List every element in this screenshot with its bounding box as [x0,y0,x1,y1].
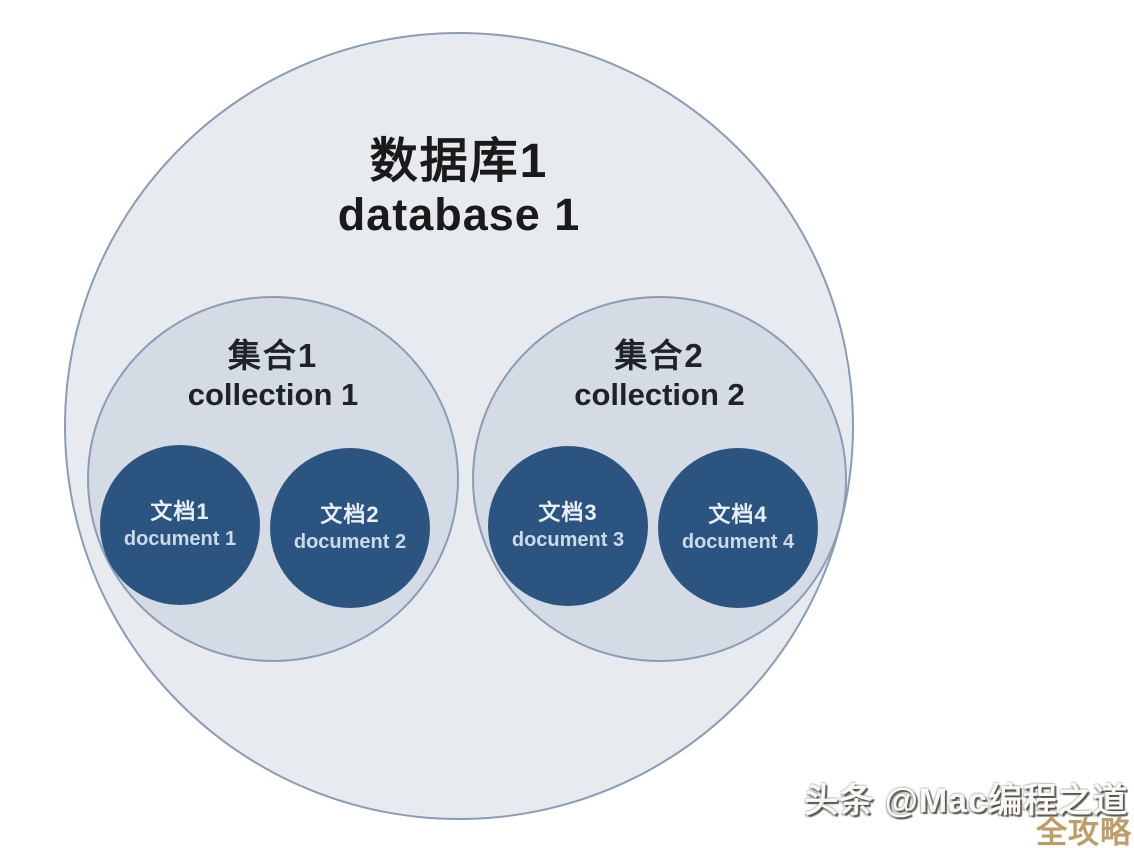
document-1-label-en: document 1 [123,528,237,551]
document-2-label-en: document 2 [293,531,407,554]
document-4-label-zh: 文档4 [708,501,768,527]
watermark-credit: 头条 @Mac编程之道 [804,782,1128,820]
collection-2-label-en: collection 2 [574,376,745,412]
collection-1-label-en: collection 1 [187,376,359,412]
database-label-zh: 数据库1 [369,135,549,188]
collection-2-title: 集合2 collection 2 [474,336,845,413]
document-3-label-zh: 文档3 [538,499,598,525]
document-4-circle: 文档4 document 4 [658,448,818,608]
collection-2-label-zh: 集合2 [614,337,705,374]
document-4-label-en: document 4 [681,531,795,554]
document-2-circle: 文档2 document 2 [270,448,430,608]
database-title: 数据库1 database 1 [66,134,852,241]
collection-1-label-zh: 集合1 [227,337,319,374]
collection-1-title: 集合1 collection 1 [89,336,457,413]
document-3-label-en: document 3 [511,529,625,552]
document-2-label-zh: 文档2 [320,501,380,527]
database-label-en: database 1 [337,189,581,241]
document-1-label-zh: 文档1 [150,498,210,524]
watermark-badge: 全攻略 [1036,815,1132,848]
document-1-circle: 文档1 document 1 [100,445,260,605]
database-ellipse: 数据库1 database 1 集合1 collection 1 集合2 col… [64,32,854,820]
document-3-circle: 文档3 document 3 [488,446,648,606]
